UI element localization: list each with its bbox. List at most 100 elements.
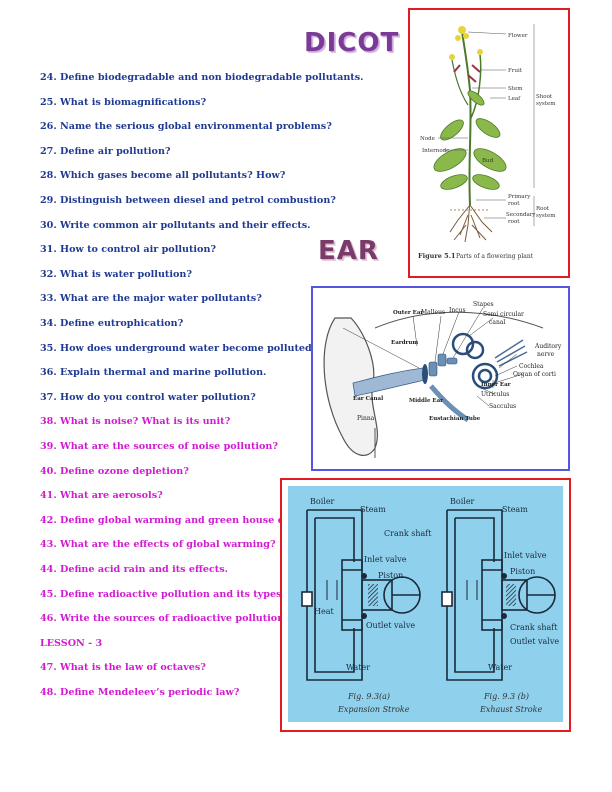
plant-figure: Flower Fruit Stem Leaf Shoot system Node… (408, 8, 570, 278)
question-item: 37. How do you control water pollution? (40, 391, 256, 403)
question-item: 48. Define Mendeleev’s periodic law? (40, 687, 240, 698)
left-water-label: Water (346, 663, 370, 672)
sacculus-label: Sacculus (489, 403, 516, 410)
question-item: 44. Define acid rain and its effects. (40, 564, 228, 575)
auditory-nerve-shape (494, 339, 528, 367)
question-item: 38. What is noise? What is its unit? (40, 416, 231, 428)
left-steam-label: Steam (360, 505, 386, 514)
right-steam-label: Steam (502, 505, 528, 514)
dicot-heading: DICOT (304, 28, 400, 58)
primary-root-label: root (508, 201, 520, 207)
ear-diagram: Outer Ear Malleus Incus Stapes Semi circ… (323, 301, 562, 458)
semicircular-label: Semi circular (483, 311, 524, 318)
question-item: 24. Define biodegradable and non biodegr… (40, 72, 364, 83)
left-boiler-label: Boiler (310, 497, 335, 506)
organ-of-corti-label: Organ of corti (513, 371, 556, 378)
right-outlet-valve-label: Outlet valve (510, 637, 559, 646)
left-outlet-valve-label: Outlet valve (366, 621, 415, 630)
internode-label: Internode (422, 148, 449, 154)
question-item: 39. What are the sources of noise pollut… (40, 441, 279, 452)
incus-label: Incus (449, 307, 466, 314)
cochlea-shape (471, 362, 499, 390)
right-piston-shape (506, 584, 516, 606)
question-item: 46. Write the sources of radioactive pol… (40, 613, 290, 625)
right-figure-caption: Exhaust Stroke (479, 705, 542, 714)
question-item: 30. Write common air pollutants and thei… (40, 219, 311, 231)
question-item: 35. How does underground water become po… (40, 342, 318, 354)
ossicles-shape (428, 353, 458, 377)
right-engine-drawing (441, 509, 556, 681)
question-item: 34. Define eutrophication? (40, 318, 184, 329)
outer-ear-label: Outer Ear (393, 310, 423, 316)
leaf-drawings (433, 90, 507, 190)
flow-arrows (326, 580, 478, 600)
diagram-background (288, 486, 563, 722)
flower-drawings (449, 26, 483, 60)
auditory-label: Auditory (534, 343, 562, 350)
flower-label: Flower (508, 33, 528, 39)
left-crank-shaft-label: Crank shaft (384, 529, 432, 538)
right-water-label: Water (488, 663, 512, 672)
right-piston-label: Piston (510, 567, 535, 576)
ear-heading: EAR (318, 236, 379, 266)
question-item: 40. Define ozone depletion? (40, 465, 189, 477)
right-crank-shaft-label: Crank shaft (510, 623, 558, 632)
primary-label: Primary (508, 194, 531, 200)
pinna-label: Pinna (357, 415, 375, 422)
root-system-label: system (536, 213, 556, 219)
question-item: 28. Which gases become all pollutants? H… (40, 170, 286, 182)
eustachian-tube-shape (429, 384, 470, 423)
steam-engine-figure: Boiler Steam Crank shaft Inlet valve Pis… (280, 478, 571, 732)
leaf-label: Leaf (508, 96, 521, 102)
question-item: 36. Explain thermal and marine pollution… (40, 367, 267, 379)
eardrum-shape (422, 364, 428, 384)
eustachian-tube-label: Eustachian Tube (429, 416, 481, 422)
question-item: 26. Name the serious global environmenta… (40, 121, 332, 133)
question-item: 29. Distinguish between diesel and petro… (40, 195, 336, 206)
root-drawing (449, 199, 493, 243)
question-item: 41. What are aerosols? (40, 490, 163, 502)
ear-figure: Outer Ear Malleus Incus Stapes Semi circ… (311, 286, 570, 471)
left-heat-label: Heat (314, 607, 334, 616)
ear-leader-lines (342, 307, 524, 407)
root-label: Root (536, 206, 550, 212)
utriculus-label: Utriculus (481, 391, 509, 398)
auditory-nerve-label: nerve (537, 351, 555, 358)
inner-ear-label: Inner Ear (481, 382, 511, 388)
eardrum-label: Eardrum (391, 340, 418, 346)
semicircular-canal-label: canal (489, 319, 505, 326)
question-item: 45. Define radioactive pollution and its… (40, 588, 285, 600)
question-item: 32. What is water pollution? (40, 268, 193, 280)
shoot-label: Shoot (536, 94, 553, 100)
stapes-label: Stapes (473, 301, 494, 308)
left-figure-caption: Expansion Stroke (337, 705, 410, 714)
plant-diagram: Flower Fruit Stem Leaf Shoot system Node… (418, 24, 556, 260)
secondary-root-label: root (508, 219, 520, 225)
shoot-system-label: system (536, 101, 556, 107)
figure-number: Figure 5.1 (418, 252, 456, 260)
node-label: Node (420, 136, 435, 142)
question-item: 31. How to control air pollution? (40, 244, 217, 256)
left-inlet-valve-label: Inlet valve (364, 555, 407, 564)
question-item: 43. What are the effects of global warmi… (40, 539, 276, 551)
plant-leader-lines (438, 24, 535, 226)
secondary-label: Secondary (506, 212, 536, 218)
question-item: 47. What is the law of octaves? (40, 662, 206, 674)
stem-label: Stem (508, 86, 523, 92)
malleus-label: Malleus (421, 309, 445, 316)
right-inlet-valve-label: Inlet valve (504, 551, 547, 560)
cochlea-label: Cochlea (519, 363, 544, 370)
middle-ear-label: Middle Ear (409, 398, 443, 404)
figure-caption: Parts of a flowering plant (456, 253, 534, 260)
fruit-label: Fruit (508, 68, 523, 74)
steam-engine-diagram: Boiler Steam Crank shaft Inlet valve Pis… (288, 486, 563, 722)
question-item: 42. Define global warming and green hous… (40, 514, 314, 526)
question-item: 33. What are the major water pollutants? (40, 293, 262, 305)
left-piston-shape (368, 584, 378, 606)
right-boiler-label: Boiler (450, 497, 475, 506)
left-engine-drawing (301, 509, 421, 681)
fruit-drawings (453, 64, 481, 83)
question-item: 25. What is biomagnifications? (40, 96, 207, 108)
left-piston-label: Piston (378, 571, 403, 580)
ear-canal-label: Ear Canal (353, 396, 383, 402)
